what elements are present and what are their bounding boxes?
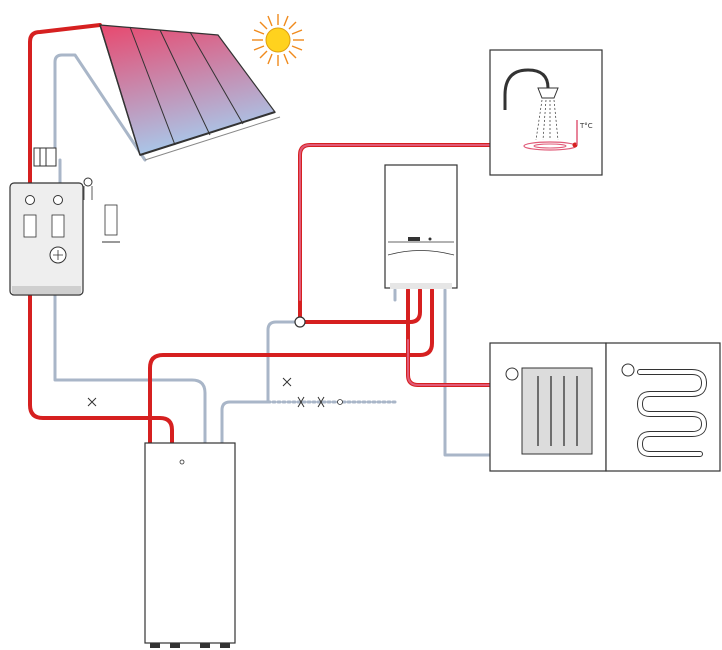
boiler-body xyxy=(384,164,458,289)
solar-flow-to-tank-pipe xyxy=(28,228,174,445)
solar-panel-frame xyxy=(139,111,276,156)
tank-sensor xyxy=(179,459,185,465)
solar-station-box xyxy=(9,182,84,296)
mixing-valve-icon xyxy=(294,316,306,328)
collector-return-pipe xyxy=(53,53,147,162)
valve-icon xyxy=(297,396,305,408)
expansion-vessel xyxy=(104,204,118,236)
shower-icon xyxy=(503,68,578,151)
heating-emitters xyxy=(489,342,721,472)
solar-collector xyxy=(99,24,281,161)
shower-temp-label: T°C xyxy=(579,122,593,130)
valve-icon xyxy=(83,177,93,187)
gauge-icon xyxy=(25,195,35,205)
sun-icon xyxy=(252,14,304,66)
solar-panel-divider xyxy=(189,31,244,125)
dhw-supply-pipe xyxy=(298,288,422,324)
dhw-pipe-tint xyxy=(299,144,491,301)
solar-pump-station xyxy=(9,147,120,296)
tank-to-boiler-hot-pipe xyxy=(148,288,434,445)
cold-pipes xyxy=(53,53,492,457)
solar-panel-stand xyxy=(144,116,281,161)
valve-icon xyxy=(337,399,343,405)
valves xyxy=(87,316,343,408)
valve-icon xyxy=(317,396,325,408)
solar-panel-divider xyxy=(129,26,176,146)
collector-flow-pipe xyxy=(28,23,102,197)
pink-pipes xyxy=(299,144,491,386)
solar-panel-divider xyxy=(159,29,211,136)
underfloor-heating-icon xyxy=(621,363,708,457)
gauge-icon xyxy=(53,195,63,205)
valve-icon xyxy=(87,397,97,407)
heating-return-pipe xyxy=(443,288,492,457)
valve-icon xyxy=(282,377,292,387)
gas-boiler xyxy=(384,164,458,289)
radiator-icon xyxy=(505,367,593,455)
storage-tank xyxy=(144,442,236,648)
solar-station-to-tank-cold-pipe xyxy=(53,293,207,445)
shower-box xyxy=(489,49,603,176)
tank-cold-supply-pipe xyxy=(220,320,302,445)
station-top-fitting xyxy=(33,147,57,167)
solar-panel xyxy=(99,24,276,156)
shower-outlet: T°C xyxy=(489,49,603,176)
solar-panel-frame xyxy=(99,24,141,156)
heating-flow-tint xyxy=(407,339,491,386)
tank-body xyxy=(144,442,236,644)
boiler-display xyxy=(408,237,420,241)
